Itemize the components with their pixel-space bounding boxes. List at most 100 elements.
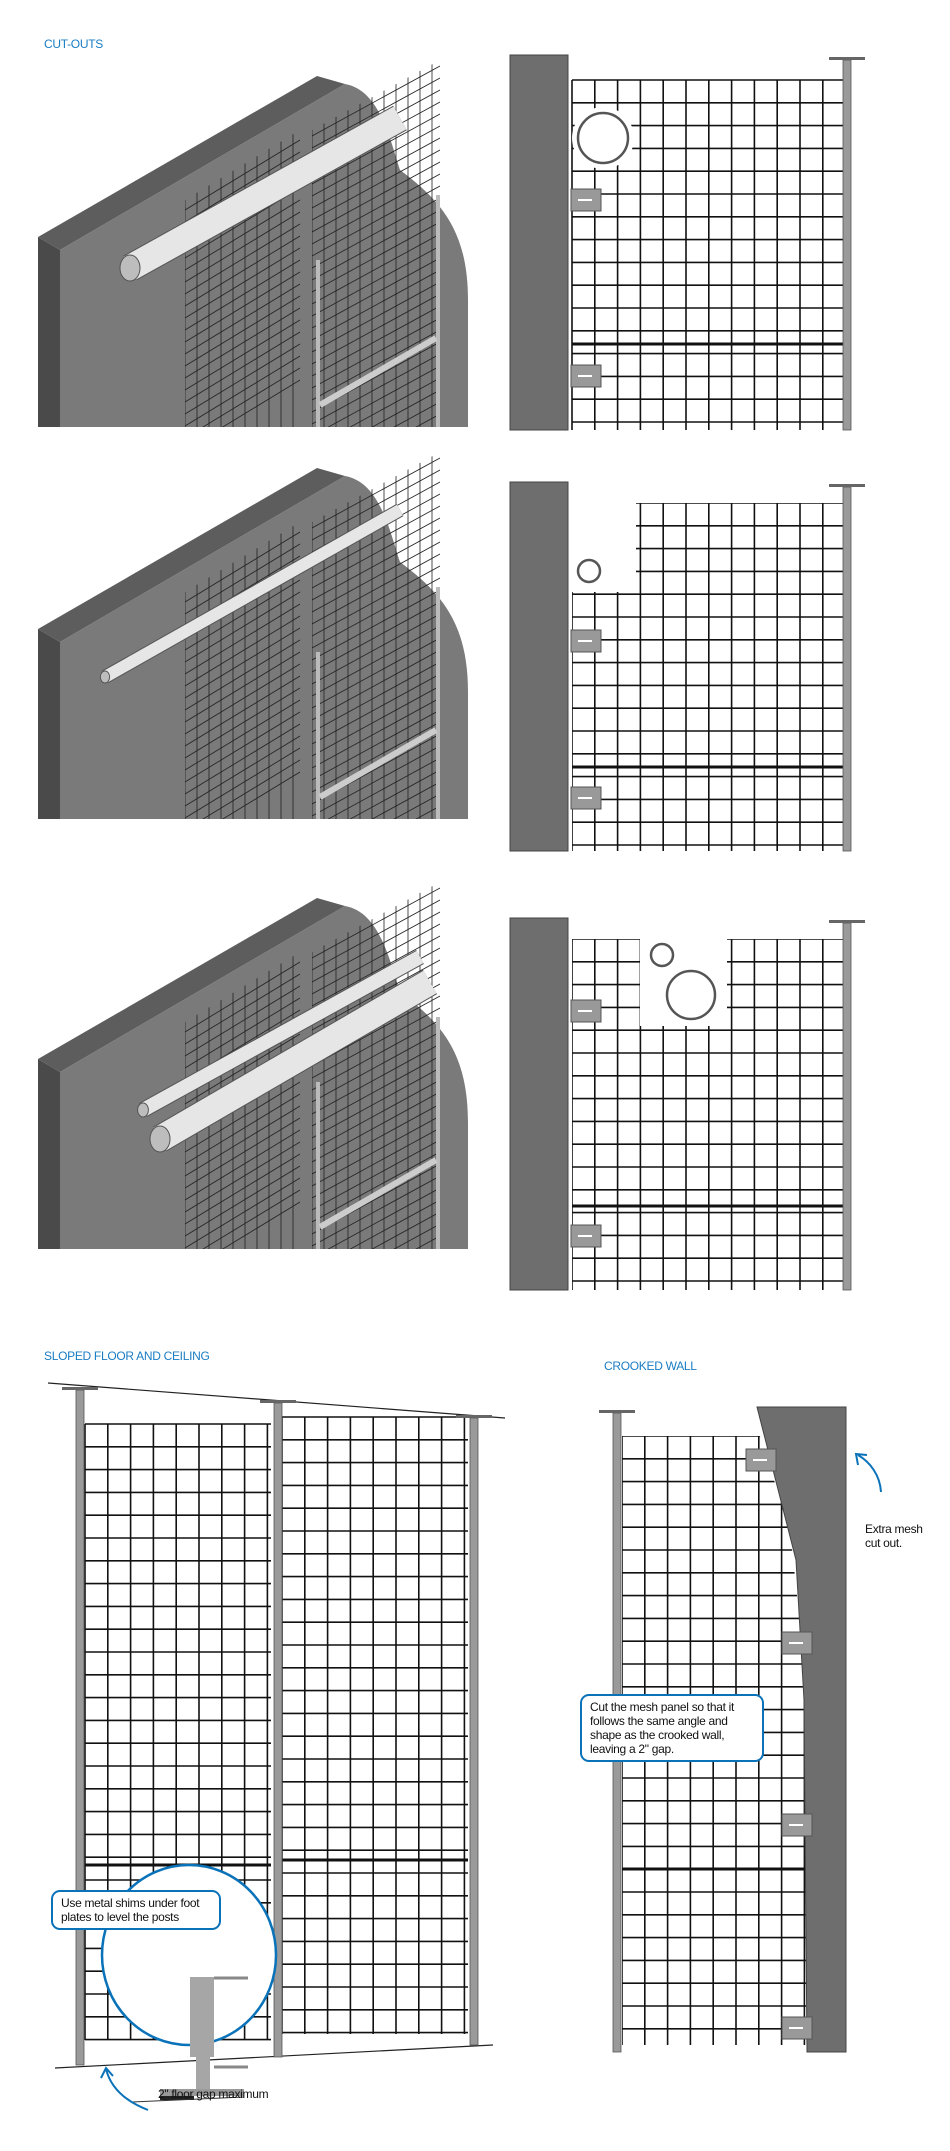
post: [842, 59, 852, 431]
isometric-view: [38, 60, 468, 427]
mesh-wire: [312, 1031, 440, 1103]
mesh-wire: [185, 235, 300, 307]
mesh-wire: [185, 139, 300, 211]
mesh-wire: [312, 505, 440, 577]
pipe-end: [137, 1102, 149, 1118]
mesh-wire: [312, 1247, 440, 1249]
mesh-wire: [185, 603, 300, 675]
mesh-wire: [185, 1117, 300, 1189]
section-title-cutouts: CUT-OUTS: [44, 37, 103, 51]
mesh-wire: [312, 1223, 440, 1249]
pipe: [153, 970, 437, 1151]
crooked-wall: [756, 1406, 847, 2053]
mesh-wire: [185, 1129, 300, 1201]
mesh-wire: [312, 197, 440, 269]
cutout-clearance: [572, 107, 634, 169]
mesh-wire: [312, 1235, 440, 1249]
mesh-wire: [185, 997, 300, 1069]
mesh-wire: [312, 1139, 440, 1211]
mesh-wire: [312, 1103, 440, 1175]
pipe-end: [119, 254, 141, 282]
mesh-wire: [312, 935, 440, 1007]
mesh-wire: [312, 221, 440, 293]
mesh-wire: [185, 759, 300, 819]
foot-plate-detail: [160, 2089, 244, 2096]
mesh-wire: [312, 805, 440, 819]
mesh-wire: [312, 1187, 440, 1249]
mesh-wire: [185, 271, 300, 343]
mesh-wire: [312, 281, 440, 353]
mesh-wire: [185, 699, 300, 771]
mesh-wire: [312, 959, 440, 1031]
pipe-end: [99, 670, 111, 684]
mesh-wire: [312, 245, 440, 317]
mesh-wire: [185, 543, 300, 615]
bracket-slot: [578, 1235, 592, 1237]
bracket-slot: [578, 375, 592, 377]
mesh-wire: [312, 817, 440, 819]
mesh-wire: [312, 413, 440, 427]
mesh-wire: [312, 697, 440, 769]
bracket-slot: [578, 199, 592, 201]
isometric-view: [38, 882, 468, 1249]
mesh-wire: [312, 173, 440, 245]
top-plate: [829, 484, 865, 487]
mesh-wire: [185, 355, 300, 427]
mesh-wire: [185, 651, 300, 723]
wall-top-face: [38, 76, 345, 250]
mesh-wire: [312, 673, 440, 745]
mesh-wire: [312, 209, 440, 281]
mesh-wire: [185, 1189, 300, 1249]
mesh-wire: [312, 161, 440, 233]
pipe-cutout-circle: [665, 969, 717, 1021]
mesh-wire: [312, 293, 440, 365]
mesh-wire: [185, 1177, 300, 1249]
mesh-wire: [312, 625, 440, 697]
wall-section: [509, 481, 569, 852]
section-title-sloped: SLOPED FLOOR AND CEILING: [44, 1349, 210, 1363]
mesh-wire: [312, 781, 440, 819]
mesh-wire: [312, 685, 440, 757]
mesh-wire: [312, 305, 440, 377]
mesh-wire: [185, 615, 300, 687]
mesh-wire: [185, 639, 300, 711]
mesh-wire: [312, 1079, 440, 1151]
rail-iso: [318, 335, 438, 408]
rail-iso: [318, 1157, 438, 1230]
mesh-wire: [312, 257, 440, 329]
wall-side-face: [38, 237, 60, 427]
wall-section: [509, 54, 569, 431]
wall-top-face: [38, 468, 345, 642]
mesh-wire: [312, 541, 440, 613]
mesh-wire: [312, 589, 440, 661]
bracket-slot: [789, 1824, 803, 1826]
mesh-wire: [185, 1105, 300, 1177]
mesh-wire: [185, 1033, 300, 1105]
mesh-wire: [312, 137, 440, 209]
mesh-wire: [312, 125, 440, 197]
mesh-wire: [185, 307, 300, 379]
mesh-wire: [185, 973, 300, 1045]
shims-callout: Use metal shims under foot plates to lev…: [51, 1890, 221, 1930]
mesh-wire: [312, 77, 440, 149]
wall-front-face: [60, 84, 468, 427]
top-plate: [829, 920, 865, 923]
mesh-wire: [312, 377, 440, 427]
mesh-wire: [312, 1043, 440, 1115]
mesh-wire: [185, 1201, 300, 1249]
mesh-wire: [185, 379, 300, 427]
mesh-wire: [185, 283, 300, 355]
floor-gap-note: 2" floor gap maximum: [158, 2087, 269, 2101]
post: [842, 486, 852, 852]
mesh-wire: [185, 771, 300, 819]
mesh-panel-right: [281, 1416, 468, 2034]
mesh-wire: [312, 793, 440, 819]
bracket-slot: [789, 1642, 803, 1644]
arrowhead-icon: [100, 2066, 114, 2079]
arrowhead-icon: [854, 1452, 868, 1466]
mesh-wire: [312, 601, 440, 673]
pipe: [139, 950, 424, 1117]
bracket-slot: [578, 1010, 592, 1012]
mesh-wire: [312, 553, 440, 625]
